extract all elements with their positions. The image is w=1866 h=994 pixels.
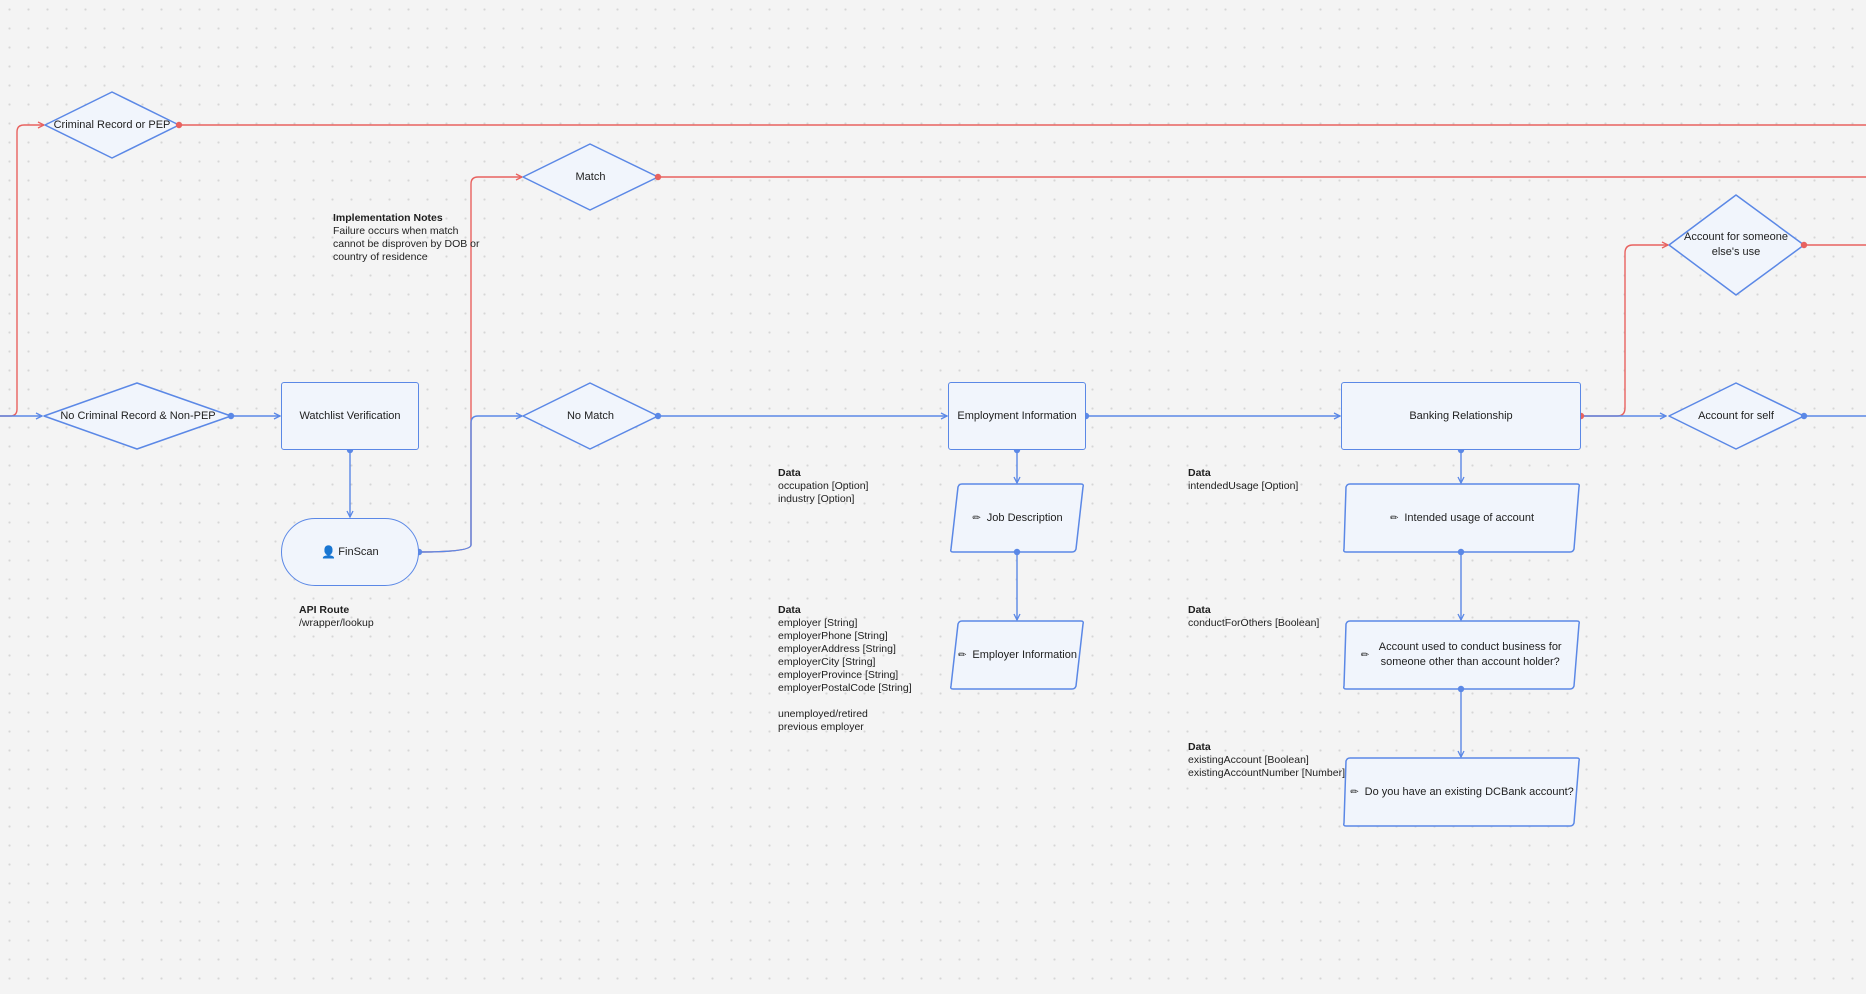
data-heading: Data [1188, 467, 1211, 479]
data-note-job: Data occupation [Option] industry [Optio… [778, 467, 868, 506]
data-heading: Data [778, 467, 801, 479]
decision-match-shape[interactable] [522, 143, 659, 211]
data-heading: Data [778, 604, 801, 616]
watchlist-verification-box[interactable]: Watchlist Verification [281, 382, 419, 450]
data-note-usage: Data intendedUsage [Option] [1188, 467, 1298, 493]
api-route-note: API Route /wrapper/lookup [299, 604, 374, 630]
note-line: employer [String] [778, 617, 858, 629]
finscan-terminal[interactable]: 👤 FinScan [281, 518, 419, 586]
pencil-icon: ✏ [1350, 786, 1359, 798]
note-line: employerPostalCode [String] [778, 682, 912, 694]
decision-no-criminal-record[interactable]: No Criminal Record & Non-PEP [48, 401, 228, 431]
person-icon: 👤 [321, 544, 337, 559]
banking-relationship-label: Banking Relationship [1409, 409, 1513, 422]
dot [227, 412, 235, 420]
input-conduct-business[interactable]: ✏ Account used to conduct business for s… [1352, 621, 1574, 689]
criminal-record-label: Criminal Record or PEP [53, 118, 171, 131]
banking-relationship-box[interactable]: Banking Relationship [1341, 382, 1581, 450]
no-criminal-record-label: No Criminal Record & Non-PEP [60, 409, 216, 422]
note-line: country of residence [333, 251, 428, 263]
connector-criminal-record [0, 125, 44, 417]
finscan-label: FinScan [338, 545, 379, 558]
note-line: industry [Option] [778, 493, 855, 505]
note-line: conductForOthers [Boolean] [1188, 617, 1320, 629]
input-employer-information[interactable]: ✏ Employer Information [955, 621, 1080, 689]
note-line: employerCity [String] [778, 656, 876, 668]
decision-no-match-shape[interactable] [522, 382, 659, 450]
data-heading: Data [1188, 741, 1211, 753]
data-note-conduct: Data conductForOthers [Boolean] [1188, 604, 1319, 630]
conduct-business-label: Account used to conduct business for som… [1378, 641, 1562, 668]
dot [1457, 685, 1465, 693]
decision-no-criminal-record-shape[interactable] [43, 382, 232, 450]
note-line: unemployed/retired [778, 708, 868, 720]
note-line: Failure occurs when match [333, 225, 459, 237]
api-route-heading: API Route [299, 604, 350, 616]
employment-information-label: Employment Information [957, 409, 1077, 422]
note-line: intendedUsage [Option] [1188, 480, 1299, 492]
dot [1800, 241, 1808, 249]
note-line: /wrapper/lookup [299, 617, 374, 629]
input-intended-usage[interactable]: ✏ Intended usage of account [1346, 484, 1578, 552]
note-line: previous employer [778, 721, 864, 733]
note-line: cannot be disproven by DOB or [333, 238, 480, 250]
dot [654, 173, 662, 181]
note-line: employerPhone [String] [778, 630, 888, 642]
pencil-icon: ✏ [1360, 649, 1370, 661]
decision-self-shape[interactable] [1668, 382, 1805, 450]
input-employer-information-shape[interactable] [950, 620, 1084, 690]
pencil-icon: ✏ [958, 649, 967, 661]
note-line: existingAccount [Boolean] [1188, 754, 1309, 766]
decision-match[interactable]: Match [523, 162, 658, 192]
job-description-label: Job Description [986, 511, 1063, 524]
intended-usage-label: Intended usage of account [1404, 511, 1535, 524]
someone-else-label: Account for someone else's use [1684, 231, 1788, 258]
note-line: employerProvince [String] [778, 669, 899, 681]
pencil-icon: ✏ [1389, 512, 1399, 524]
pencil-icon: ✏ [972, 512, 981, 524]
dot [1800, 412, 1808, 420]
decision-someone-else[interactable]: Account for someone else's use [1676, 228, 1796, 262]
dot [175, 121, 183, 129]
note-line: occupation [Option] [778, 480, 869, 492]
input-intended-usage-shape[interactable] [1343, 483, 1580, 553]
match-label: Match [575, 170, 606, 183]
connector-no-match [418, 416, 522, 553]
decision-no-match[interactable]: No Match [523, 401, 658, 431]
decision-criminal-record[interactable]: Criminal Record or PEP [45, 110, 179, 140]
connector-someone-else [1581, 245, 1668, 417]
implementation-notes: Implementation Notes Failure occurs when… [333, 212, 480, 264]
input-job-description-shape[interactable] [950, 483, 1084, 553]
implementation-notes-heading: Implementation Notes [333, 212, 443, 224]
decision-self[interactable]: Account for self [1676, 401, 1796, 431]
employment-information-box[interactable]: Employment Information [948, 382, 1086, 450]
data-heading: Data [1188, 604, 1211, 616]
note-line [778, 695, 912, 708]
existing-account-label: Do you have an existing DCBank account? [1364, 785, 1574, 798]
dot [654, 412, 662, 420]
dot [1013, 548, 1021, 556]
input-conduct-business-shape[interactable] [1343, 620, 1580, 690]
data-note-employer: Data employer [String] employerPhone [St… [778, 604, 912, 734]
input-job-description[interactable]: ✏ Job Description [955, 484, 1080, 552]
input-existing-account[interactable]: ✏ Do you have an existing DCBank account… [1346, 758, 1578, 826]
decision-criminal-record-shape[interactable] [44, 91, 180, 159]
self-label: Account for self [1698, 409, 1774, 422]
input-existing-account-shape[interactable] [1343, 757, 1580, 827]
decision-someone-else-shape[interactable] [1668, 194, 1805, 296]
employer-information-label: Employer Information [972, 648, 1077, 661]
note-line: existingAccountNumber [Number] [1188, 767, 1345, 779]
no-match-label: No Match [566, 409, 615, 422]
watchlist-verification-label: Watchlist Verification [299, 409, 401, 422]
data-note-existing: Data existingAccount [Boolean] existingA… [1188, 741, 1345, 780]
note-line: employerAddress [String] [778, 643, 896, 655]
dot [1457, 548, 1465, 556]
